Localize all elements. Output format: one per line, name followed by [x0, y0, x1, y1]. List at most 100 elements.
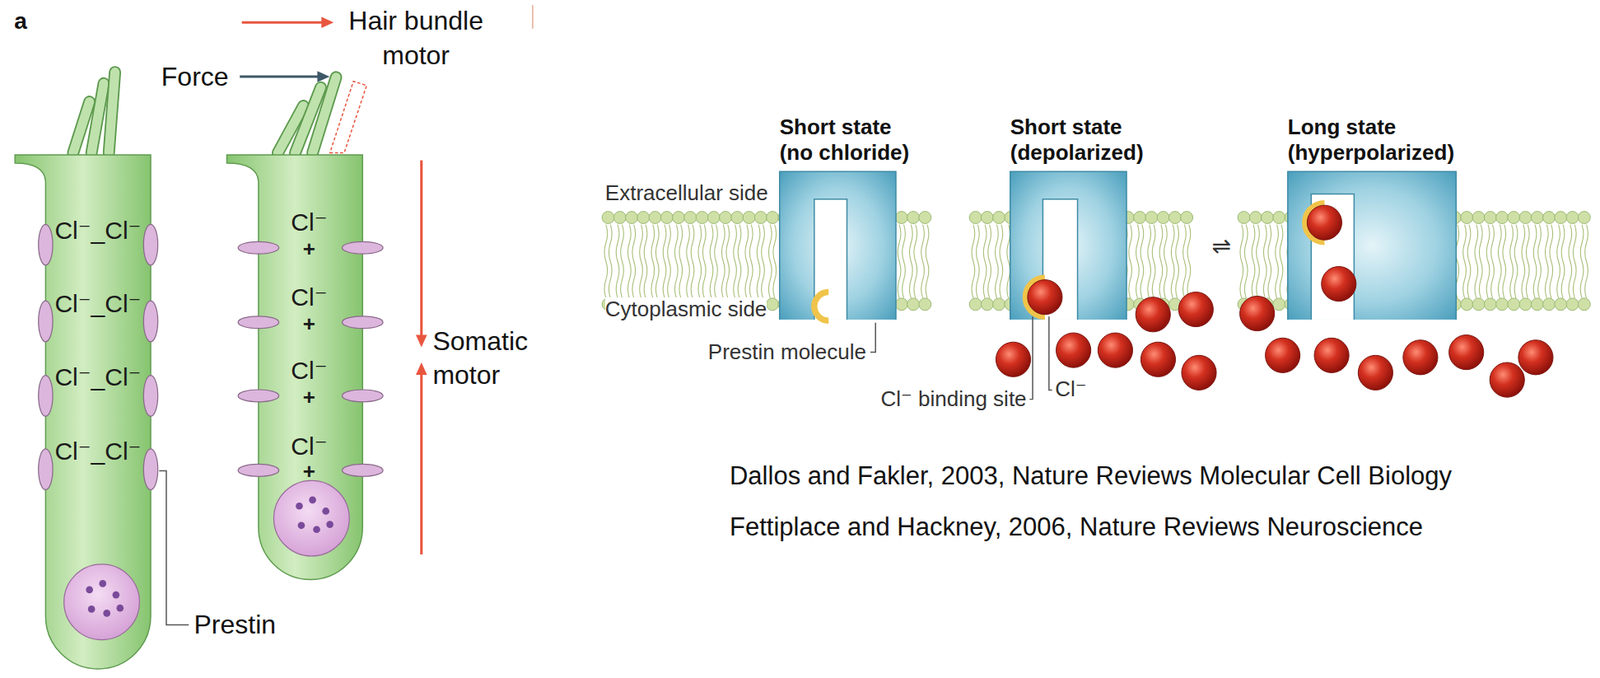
lipid-tail: [983, 224, 987, 299]
chloride-ion: [995, 341, 1031, 377]
lipid-tail: [1544, 224, 1549, 299]
lipid-head: [695, 211, 709, 224]
state-title: Long state (hyperpolarized): [1287, 114, 1470, 166]
lipid-tail: [733, 224, 738, 299]
lipid-tail: [1140, 224, 1144, 299]
chloride-ion: [1449, 335, 1484, 370]
lipid-tail: [1467, 224, 1471, 299]
lipid-head: [1249, 211, 1262, 224]
lipid-head: [637, 211, 650, 224]
lipid-head: [672, 211, 686, 224]
prestin-protein: [144, 224, 159, 266]
lipid-tail: [1128, 224, 1133, 299]
lipid-head: [969, 298, 982, 311]
lipid-tail: [690, 224, 695, 299]
arrow-head: [415, 335, 428, 348]
lipid-tail: [639, 224, 644, 299]
lipid-tail: [1251, 224, 1255, 299]
lipid-head: [993, 211, 1006, 224]
lipid-tail: [721, 224, 725, 299]
prestin-protein: [341, 464, 383, 477]
lipid-tail: [620, 224, 625, 299]
nucleus-dot: [295, 502, 304, 510]
arrow-head: [321, 16, 334, 28]
lipid-tail: [914, 224, 918, 299]
lipid-tail: [773, 224, 777, 299]
lipid-tail: [749, 224, 753, 299]
ion-label: Cl⁻_Cl⁻: [54, 218, 141, 243]
chloride-ion: [1178, 291, 1213, 327]
lipid-head: [648, 211, 662, 224]
lipid-tail: [604, 224, 608, 299]
prestin-protein: [38, 301, 53, 343]
lipid-tail: [1557, 224, 1561, 299]
lipid-head: [1472, 298, 1485, 311]
chloride-ion: [1518, 340, 1554, 375]
nucleus-dot: [312, 526, 321, 534]
nucleus-dot: [99, 579, 108, 588]
force-label: Force: [161, 61, 229, 93]
lipid-tail: [925, 224, 929, 299]
equilibrium-symbol: ⇌: [1212, 233, 1232, 260]
prestin-protein: [38, 375, 53, 417]
hair-cell-body: [15, 154, 152, 669]
charge-sign: +: [303, 386, 316, 408]
ion-label: Cl⁻: [290, 433, 327, 459]
lipid-head: [993, 298, 1006, 311]
part-label: Cl⁻ binding site: [881, 387, 1027, 412]
prestin-protein: [237, 389, 280, 402]
lipid-head: [1530, 298, 1544, 311]
lipid-tail: [1580, 224, 1584, 299]
lipid-tail: [1463, 224, 1467, 299]
lipid-tail: [1164, 224, 1168, 299]
lipid-head: [1483, 211, 1497, 224]
prestin-protein: [38, 224, 53, 266]
lipid-tail: [976, 224, 980, 299]
chloride-ion: [1314, 337, 1349, 373]
lipid-tail: [897, 224, 901, 299]
lipid-tail: [1585, 224, 1589, 299]
lipid-tail: [1159, 224, 1163, 299]
prestin-molecule: [779, 171, 896, 320]
part-label: Prestin: [193, 609, 276, 640]
nucleus-dot: [112, 591, 121, 599]
lipid-head: [1554, 298, 1568, 311]
lipid-tail: [756, 224, 761, 299]
lipid-tail: [627, 224, 631, 299]
lipid-tail: [1263, 224, 1267, 299]
lipid-tail: [1538, 224, 1542, 299]
lipid-tail: [902, 224, 906, 299]
charge-sign: +: [303, 237, 316, 260]
leader-line: [870, 322, 876, 353]
lipid-tail: [768, 224, 772, 299]
lipid-head: [1507, 298, 1521, 311]
chloride-ion: [1056, 332, 1092, 368]
lipid-head: [1145, 211, 1158, 224]
lipid-tail: [1497, 224, 1502, 299]
lipid-head: [895, 211, 908, 224]
nucleus-dot: [103, 609, 112, 617]
lipid-head: [1180, 211, 1194, 224]
lipid-head: [731, 211, 744, 224]
motor-arrow: [242, 21, 324, 24]
lipid-head: [1519, 211, 1532, 224]
chloride-ion: [1140, 341, 1176, 377]
lipid-head: [1273, 211, 1286, 224]
lipid-tail: [608, 224, 612, 299]
lipid-tail: [1521, 224, 1526, 299]
lipid-tail: [1244, 224, 1248, 299]
stereocilium: [312, 77, 336, 154]
lipid-head: [719, 211, 733, 224]
lipid-tail: [698, 224, 702, 299]
lipid-head: [1133, 211, 1147, 224]
lipid-tail: [1533, 224, 1537, 299]
citation: Fettiplace and Hackney, 2006, Nature Rev…: [729, 512, 1423, 542]
lipid-head: [1261, 211, 1274, 224]
lipid-tail: [1474, 224, 1479, 299]
ion-label: Cl⁻_Cl⁻: [54, 438, 141, 464]
lipid-tail: [632, 224, 636, 299]
lipid-tail: [761, 224, 766, 299]
lipid-tail: [709, 224, 714, 299]
side-label: Cytoplasmic side: [605, 297, 768, 322]
lipid-tail: [651, 224, 655, 299]
